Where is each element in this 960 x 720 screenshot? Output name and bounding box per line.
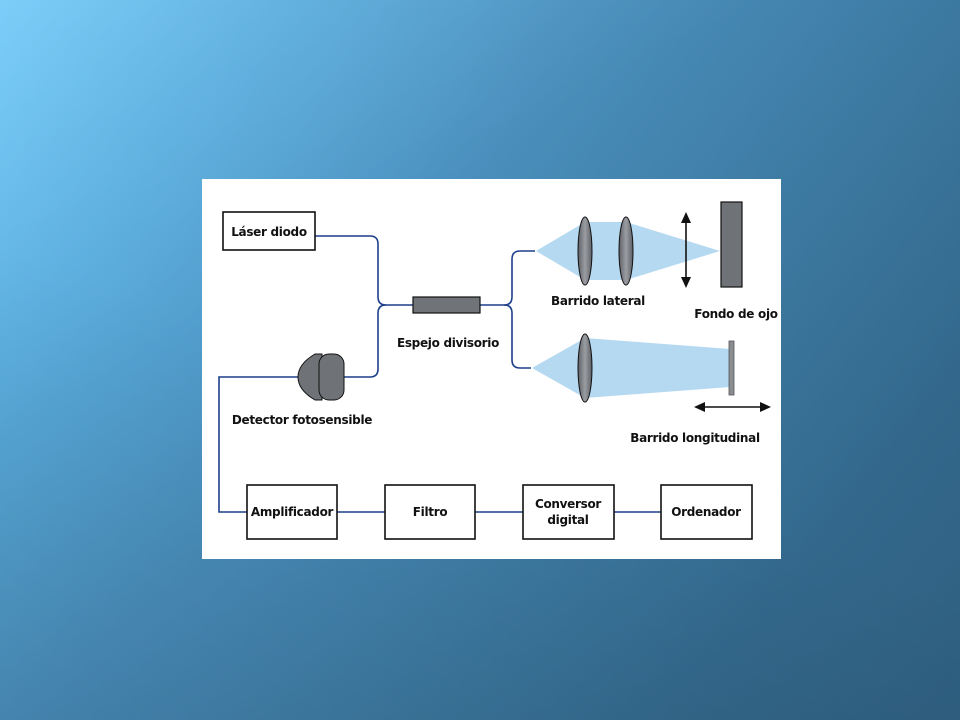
filter-block: Filtro — [384, 484, 476, 540]
computer-label: Ordenador — [671, 505, 741, 519]
lower-light-beam — [532, 338, 585, 398]
photodetector-label: Detector fotosensible — [232, 413, 372, 427]
computer-block: Ordenador — [660, 484, 753, 540]
longitudinal-scan-label: Barrido longitudinal — [630, 431, 760, 445]
beam-splitter-block: Espejo divisorio — [397, 296, 499, 350]
beam-splitter-label: Espejo divisorio — [397, 336, 499, 350]
converter-label-line1: Conversor — [535, 497, 601, 511]
signal-wire-detector-to-amplifier — [218, 376, 302, 513]
longitudinal-scan-arm: Barrido longitudinal — [532, 333, 771, 445]
fiber-splitter-to-lower-arm — [503, 304, 531, 369]
oct-diagram-slide: Láser diodo Espejo divisorio Detector fo… — [202, 179, 781, 559]
fundus-target — [720, 201, 743, 288]
filter-label: Filtro — [413, 505, 448, 519]
photodetector-block: Detector fotosensible — [232, 353, 373, 427]
reference-mirror — [728, 340, 735, 396]
horizontal-scan-arrow — [694, 402, 771, 412]
fiber-laser-to-splitter — [315, 235, 413, 306]
fiber-splitter-to-upper-arm — [480, 250, 535, 306]
converter-label-line2: digital — [547, 513, 588, 527]
lens-2 — [618, 216, 634, 286]
fiber-detector-to-splitter — [344, 304, 387, 378]
laser-diode-block: Láser diodo — [222, 211, 316, 251]
lateral-scan-label: Barrido lateral — [551, 294, 645, 308]
amplifier-block: Amplificador — [246, 484, 338, 540]
fundus-label: Fondo de ojo — [694, 307, 777, 321]
oct-diagram: Láser diodo Espejo divisorio Detector fo… — [218, 201, 778, 540]
vertical-scan-arrow — [681, 212, 691, 288]
laser-diode-label: Láser diodo — [231, 225, 307, 239]
upper-light-beam — [536, 222, 585, 280]
lateral-scan-arm: Barrido lateral Fondo de ojo — [536, 201, 778, 321]
lens-3 — [577, 333, 593, 403]
digital-converter-block: Conversor digital — [522, 484, 615, 540]
amplifier-label: Amplificador — [251, 505, 334, 519]
lens-1 — [577, 216, 593, 286]
